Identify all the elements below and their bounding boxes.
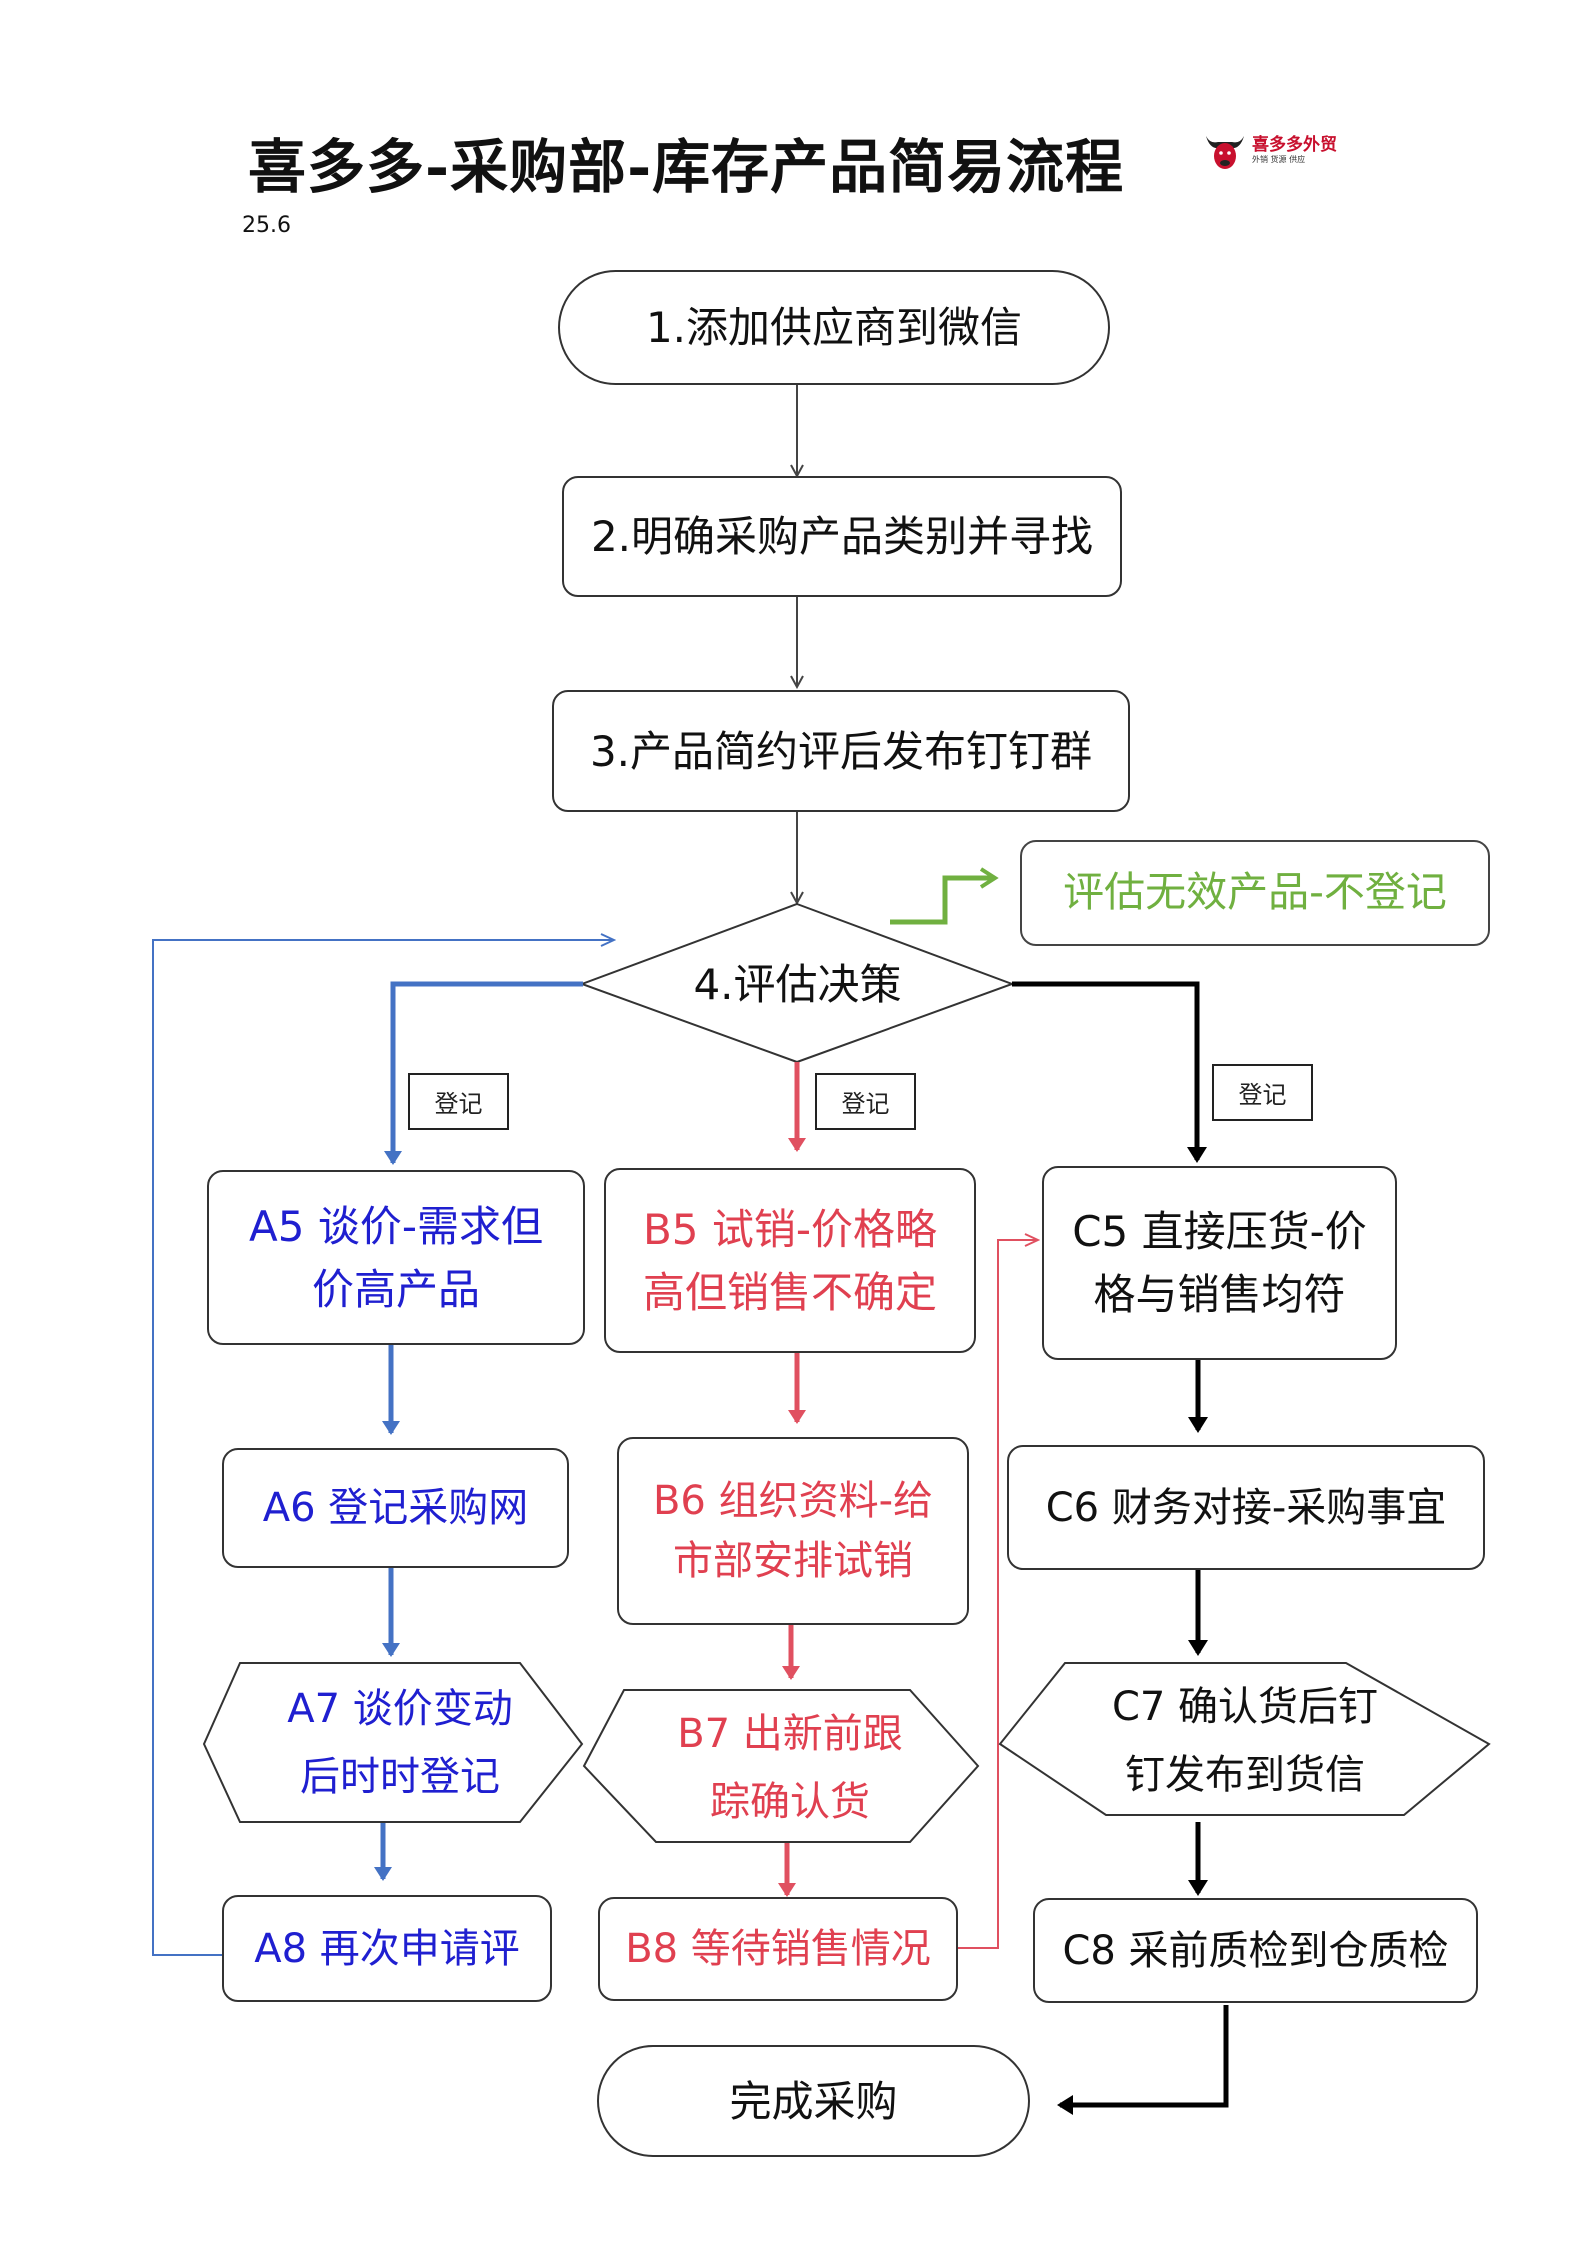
arrow-4-to-c5	[1012, 981, 1207, 1163]
a6-label: A6 登记采购网	[262, 1485, 529, 1531]
b6-label-line2: 市部安排试销	[673, 1538, 913, 1584]
b5-label-line2: 高但销售不确定	[642, 1267, 937, 1317]
reject-arrow	[890, 867, 999, 925]
b7-label-line1: B7 出新前跟	[677, 1710, 903, 1757]
feedback-b8-to-c5	[958, 1240, 1037, 1949]
c7-label-line1: C7 确认货后钉	[1111, 1683, 1379, 1730]
feedback-a8-to-4	[152, 940, 613, 1956]
step-2-label: 2.明确采购产品类别并寻找	[590, 512, 1094, 561]
tag-register-b: 登记	[815, 1073, 916, 1130]
b8-node: B8 等待销售情况	[598, 1897, 958, 2001]
a5-label-line1: A5 谈价-需求但	[249, 1201, 543, 1251]
bull-logo-icon	[1206, 136, 1244, 169]
step-1-node: 1.添加供应商到微信	[558, 270, 1110, 385]
c8-label: C8 采前质检到仓质检	[1062, 1927, 1449, 1974]
logo-subtext: 外销 货源 供应	[1252, 155, 1306, 164]
b7-label-line2: 踪确认货	[710, 1778, 870, 1825]
company-logo: 喜多多外贸 外销 货源 供应	[1200, 126, 1350, 176]
b5-node: B5 试销-价格略 高但销售不确定	[604, 1168, 976, 1353]
b5-label-line1: B5 试销-价格略	[642, 1204, 938, 1254]
step-3-label: 3.产品简约评后发布钉钉群	[589, 726, 1093, 776]
c8-node: C8 采前质检到仓质检	[1033, 1898, 1478, 2003]
b6-label-line1: B6 组织资料-给	[652, 1478, 934, 1524]
logo-text: 喜多多外贸	[1252, 135, 1337, 155]
reject-label: 评估无效产品-不登记	[1063, 868, 1447, 917]
c5-label-line2: 格与销售均符	[1093, 1270, 1346, 1319]
page-title: 喜多多-采购部-库存产品简易流程	[248, 133, 1125, 201]
a6-node: A6 登记采购网	[222, 1448, 569, 1568]
step-3-node: 3.产品简约评后发布钉钉群	[552, 690, 1130, 812]
step-4-label: 4.评估决策	[693, 960, 902, 1010]
c6-label: C6 财务对接-采购事宜	[1045, 1484, 1447, 1531]
done-label: 完成采购	[729, 2076, 898, 2126]
b7-label: B7 出新前跟 踪确认货	[640, 1695, 940, 1840]
tag-register-c: 登记	[1212, 1064, 1313, 1121]
a5-label-line2: 价高产品	[311, 1264, 480, 1314]
a8-node: A8 再次申请评	[222, 1895, 552, 2002]
c5-node: C5 直接压货-价 格与销售均符	[1042, 1166, 1397, 1360]
c7-label-line2: 钉发布到货信	[1125, 1751, 1365, 1798]
b6-node: B6 组织资料-给 市部安排试销	[617, 1437, 969, 1625]
a7-label: A7 谈价变动 后时时登记	[250, 1668, 550, 1818]
c6-node: C6 财务对接-采购事宜	[1007, 1445, 1485, 1570]
c7-label: C7 确认货后钉 钉发布到货信	[1080, 1668, 1410, 1813]
b7-hexagon	[582, 1689, 980, 1843]
arrow-c8-to-done	[1057, 2005, 1229, 2115]
reject-node: 评估无效产品-不登记	[1020, 840, 1490, 946]
c7-hexagon	[998, 1662, 1491, 1816]
version-label: 25.6	[242, 213, 291, 238]
c5-label-line1: C5 直接压货-价	[1072, 1207, 1367, 1256]
a7-hexagon	[202, 1662, 584, 1823]
tag-register-a: 登记	[408, 1073, 509, 1130]
b8-label: B8 等待销售情况	[625, 1926, 931, 1972]
step-2-node: 2.明确采购产品类别并寻找	[562, 476, 1122, 597]
done-node: 完成采购	[597, 2045, 1030, 2157]
step-1-label: 1.添加供应商到微信	[645, 303, 1023, 352]
a7-label-line2: 后时时登记	[300, 1754, 500, 1800]
a5-node: A5 谈价-需求但 价高产品	[207, 1170, 585, 1345]
arrow-4-to-a5	[384, 981, 583, 1165]
a8-label: A8 再次申请评	[254, 1925, 520, 1972]
a7-label-line1: A7 谈价变动	[287, 1686, 513, 1732]
